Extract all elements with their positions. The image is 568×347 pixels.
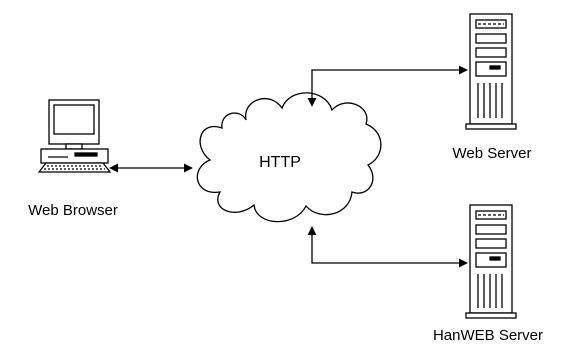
web-browser-label: Web Browser bbox=[28, 202, 118, 219]
cloud-webserver-connector bbox=[307, 65, 468, 107]
hanweb-server-label: HanWEB Server bbox=[433, 327, 543, 344]
tower-server-icon bbox=[465, 13, 517, 130]
desktop-computer-icon bbox=[37, 99, 112, 173]
http-label: HTTP bbox=[259, 154, 301, 171]
cloud-hanweb-connector bbox=[307, 226, 468, 268]
web-server-label: Web Server bbox=[453, 145, 532, 162]
tower-server-icon bbox=[465, 204, 517, 319]
